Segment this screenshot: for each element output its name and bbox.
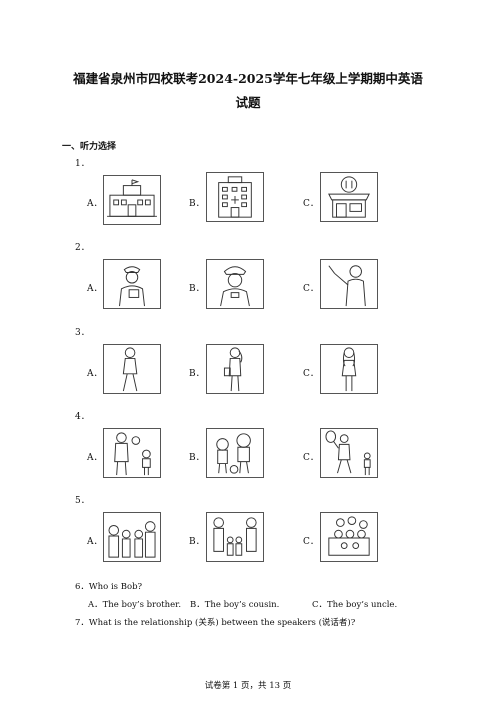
page-title-line2: 试题: [235, 95, 261, 110]
tennis-players-icon[interactable]: [320, 428, 378, 478]
option-label: C．: [303, 284, 319, 294]
nurse-icon[interactable]: [103, 259, 161, 309]
question-number: 3．: [75, 328, 90, 338]
option-label: B．: [189, 369, 205, 379]
option-label: C．: [303, 453, 319, 463]
section-heading: 一、听力选择: [62, 142, 117, 152]
question-7-text: 7．What is the relationship (关系) between …: [75, 618, 356, 628]
police-officer-icon[interactable]: [206, 259, 264, 309]
restaurant-icon[interactable]: [320, 172, 378, 222]
question-number: 4．: [75, 412, 90, 422]
question-number: 5．: [75, 496, 90, 506]
hospital-icon[interactable]: [206, 172, 264, 222]
option-label: B．: [189, 199, 205, 209]
question-6-text: 6．Who is Bob?: [75, 582, 143, 592]
long-hair-girl-icon[interactable]: [320, 344, 378, 394]
teacher-icon[interactable]: [320, 259, 378, 309]
option-label: B．: [189, 284, 205, 294]
question-number: 1．: [75, 159, 90, 169]
answer-option-c[interactable]: C．The boy’s uncle.: [312, 600, 398, 610]
option-label: B．: [189, 453, 205, 463]
school-building-icon[interactable]: [103, 175, 161, 225]
question-number: 2．: [75, 243, 90, 253]
family-with-children-icon[interactable]: [206, 512, 264, 562]
option-label: B．: [189, 537, 205, 547]
ponytail-girl-icon[interactable]: [206, 344, 264, 394]
football-kids-icon[interactable]: [206, 428, 264, 478]
answer-option-a[interactable]: A．The boy’s brother.: [88, 600, 182, 610]
answer-option-b[interactable]: B．The boy’s cousin.: [190, 600, 280, 610]
extended-family-icon[interactable]: [320, 512, 378, 562]
option-label: A．: [87, 537, 103, 547]
page-title: 福建省泉州市四校联考2024-2025学年七年级上学期期中英语: [73, 71, 423, 86]
page-footer: 试卷第 1 页，共 13 页: [204, 681, 292, 691]
option-label: A．: [87, 453, 103, 463]
option-label: C．: [303, 199, 319, 209]
option-label: C．: [303, 537, 319, 547]
option-label: A．: [87, 284, 103, 294]
option-label: C．: [303, 369, 319, 379]
option-label: A．: [87, 369, 103, 379]
family-of-four-icon[interactable]: [103, 512, 161, 562]
short-hair-girl-icon[interactable]: [103, 344, 161, 394]
basketball-players-icon[interactable]: [103, 428, 161, 478]
option-label: A．: [87, 199, 103, 209]
